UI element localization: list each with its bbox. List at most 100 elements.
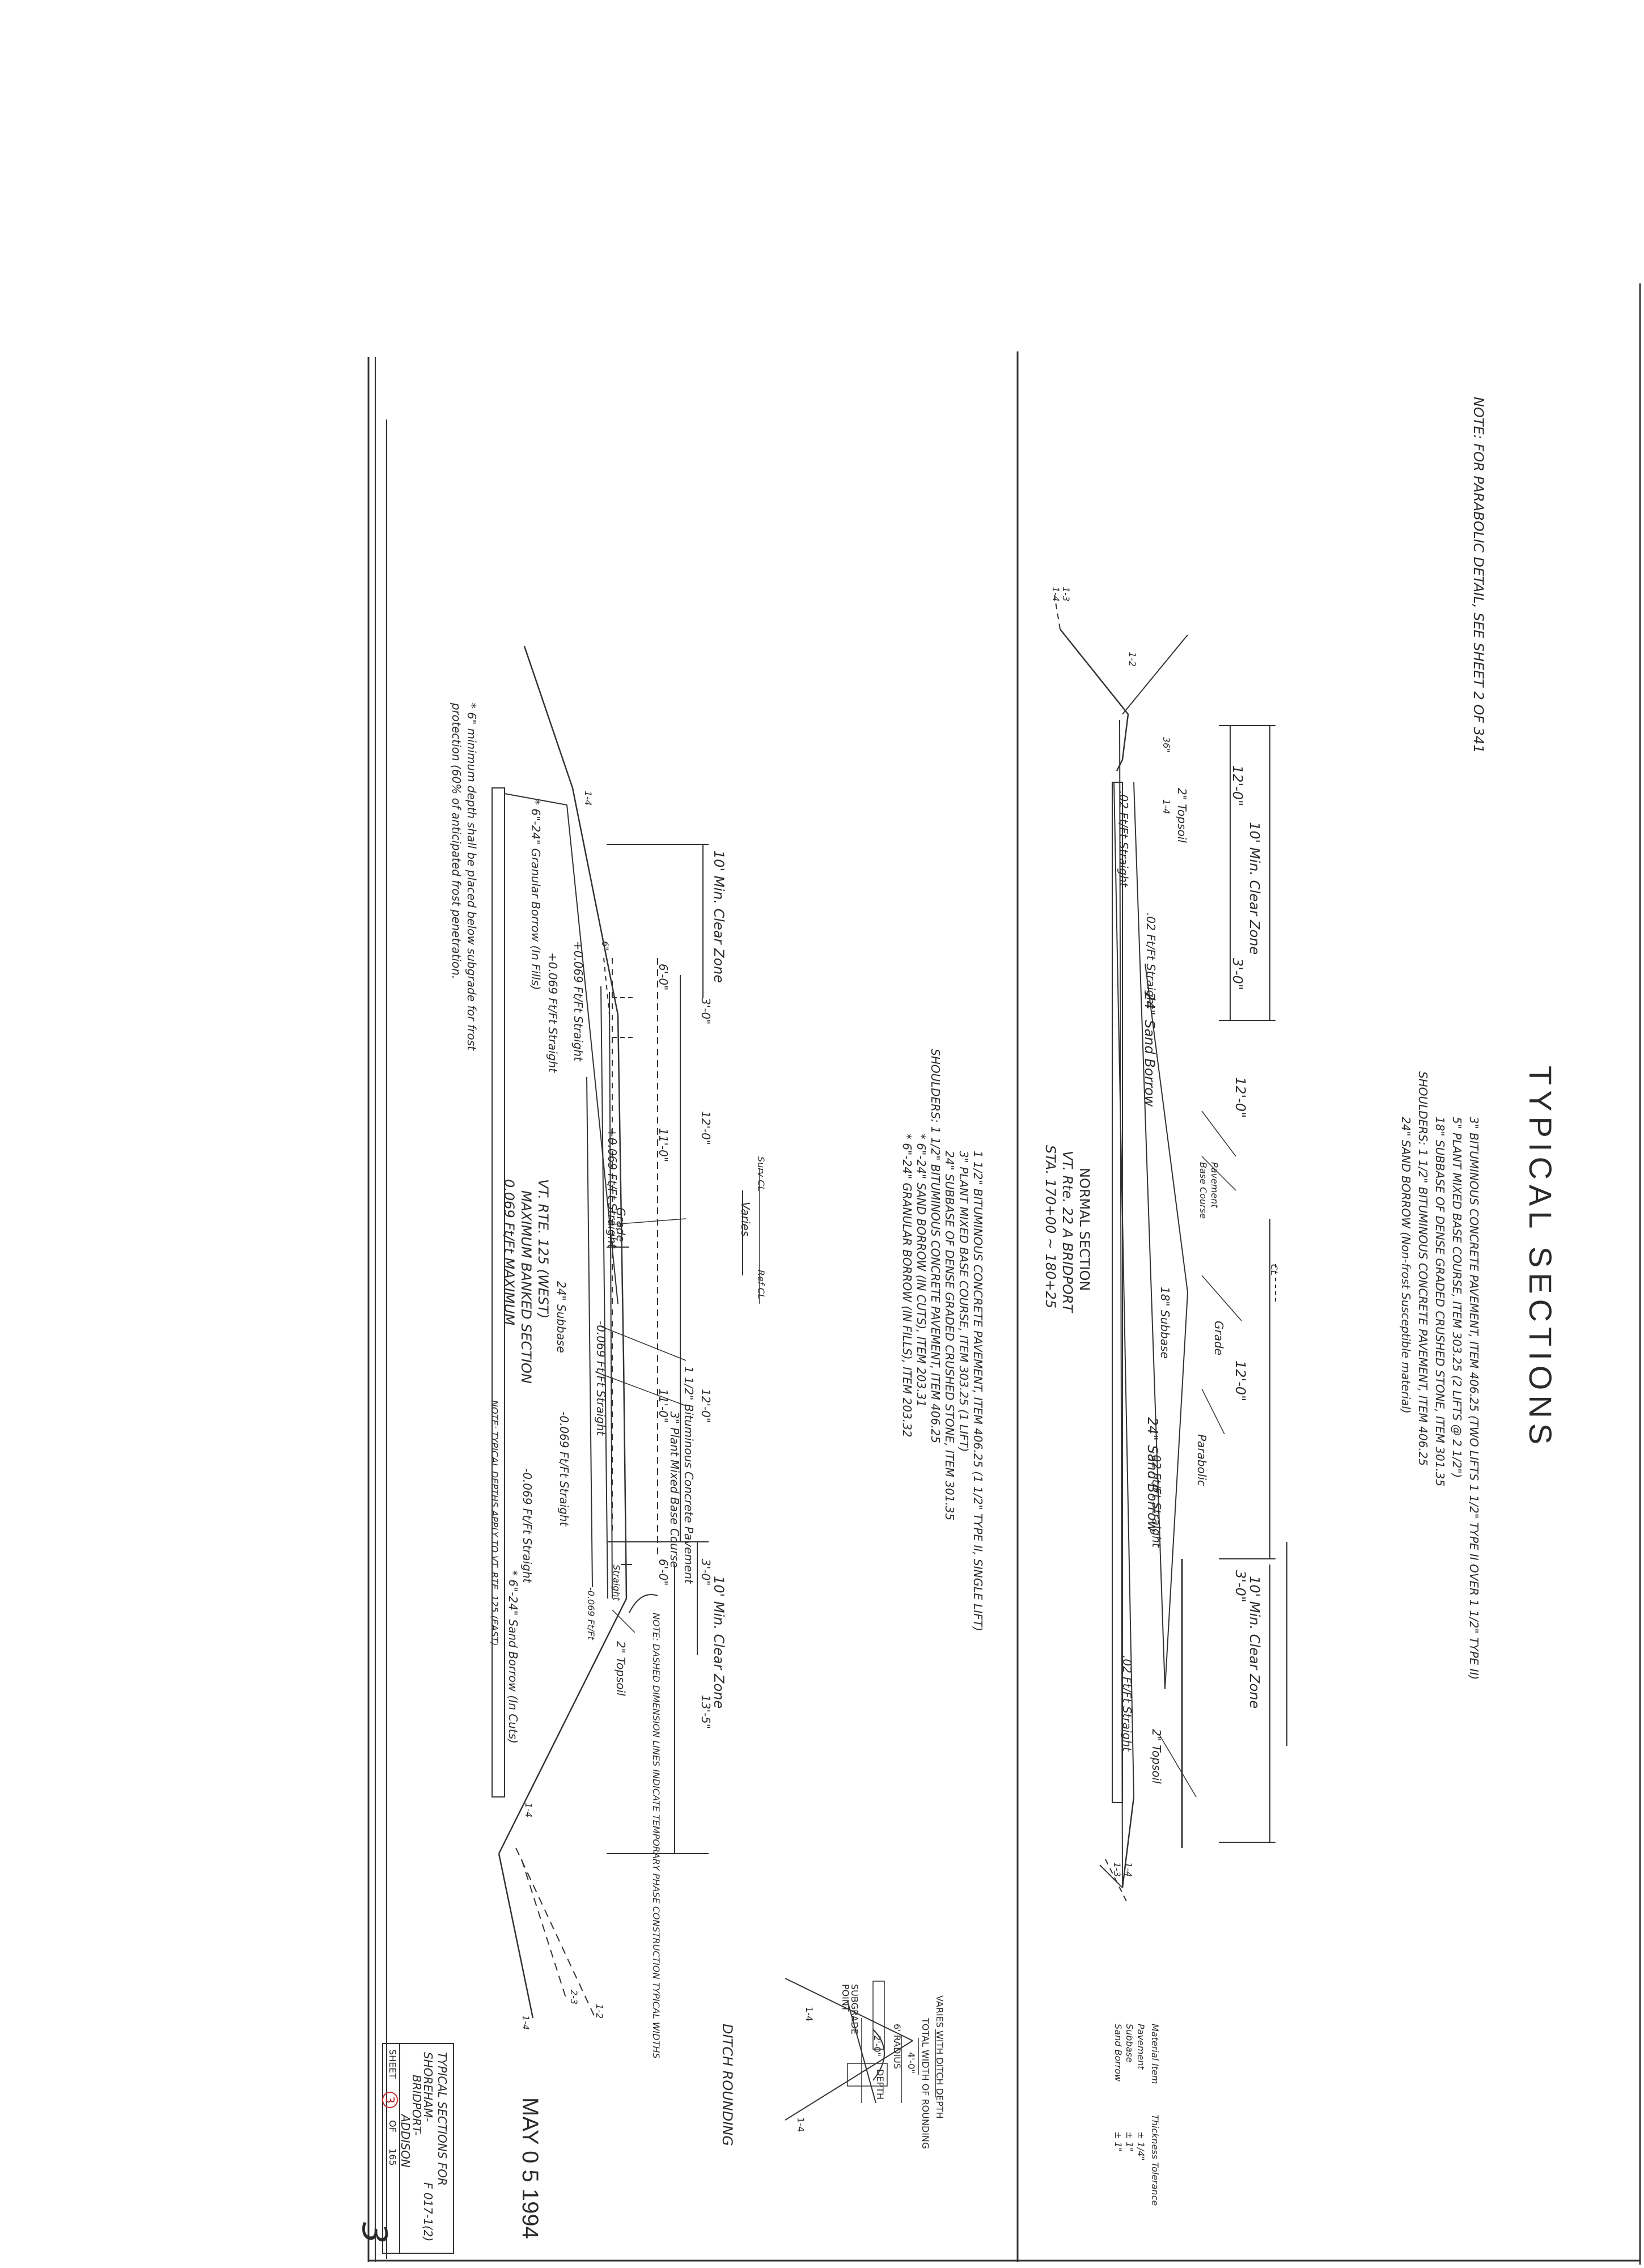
- slope-ratio: 1-4: [583, 791, 594, 806]
- slope-ratio: 1-4: [1161, 799, 1172, 815]
- sheet-title: TYPICAL SECTIONS: [1523, 1066, 1558, 1450]
- section-title: NORMAL SECTION: [1077, 1168, 1092, 1291]
- centerline-label: Surv CL: [756, 1156, 766, 1192]
- note-line: SHOULDERS: 1 1/2" BITUMINOUS CONCRETE PA…: [929, 1049, 942, 1444]
- sand-borrow-label: * 6"-24" Sand Borrow (In Cuts): [506, 1570, 520, 1744]
- dim-label: 11'-0": [656, 1389, 670, 1423]
- dim-label: 12'-0": [1232, 1077, 1248, 1118]
- clear-zone-right-label: 10' Min. Clear Zone: [1247, 1576, 1262, 1709]
- table-cell: Sand Borrow: [1113, 2024, 1124, 2082]
- section-note: NOTE: TYPICAL DEPTHS APPLY TO VT. RTE. 1…: [489, 1400, 500, 1646]
- dim-label: 3'-0": [1232, 1570, 1248, 1603]
- table-cell: ± 1": [1124, 2131, 1135, 2152]
- topsoil-label: 2" Topsoil: [614, 1641, 628, 1696]
- table-cell: ± 1/4": [1135, 2131, 1146, 2161]
- pavement-label: 1 1/2" Bituminous Concrete Pavement: [682, 1366, 696, 1584]
- dim-label: 13'-5": [699, 1695, 713, 1729]
- note-line: 5" PLANT MIXED BASE COURSE, ITEM 303.25 …: [1450, 1117, 1464, 1478]
- dim-label: 12'-0": [1232, 1360, 1248, 1402]
- section-subtitle: MAXIMUM BANKED SECTION: [518, 1190, 534, 1384]
- topsoil-label: 2" Topsoil: [1150, 1729, 1163, 1784]
- note-line: * 6"-24" SAND BORROW (IN CUTS), ITEM 203…: [914, 1134, 928, 1408]
- table-header: Thickness Tolerance: [1150, 2114, 1160, 2206]
- slope-label: +0.069 Ft/Ft Straight: [571, 941, 585, 1061]
- ditch-label: 2'-0": [872, 2035, 883, 2057]
- depth-label: 36": [1161, 737, 1172, 753]
- centerline-label: CL: [1269, 1264, 1279, 1276]
- granular-borrow-label: * 6"-24" Granular Borrow (In Fills): [529, 799, 543, 990]
- dim-label: 3'-0": [699, 1559, 713, 1586]
- centerline-label: Ref CL: [756, 1270, 766, 1299]
- ditch-label: SUBGRADE POINT: [840, 1984, 860, 2034]
- margin-mark: 3: [354, 2222, 394, 2244]
- pavement-label: Pavement: [1209, 1162, 1220, 1208]
- dim-label: 11'-0": [656, 1128, 670, 1163]
- slope-label: -0.069 Ft/Ft Straight: [520, 1468, 534, 1583]
- title-block-frame: [382, 2043, 454, 2254]
- slope-label: +0.069 Ft/Ft Straight: [546, 952, 560, 1072]
- dim-label: 12'-0": [699, 1111, 713, 1146]
- slope-ratio: 1-4: [523, 1803, 534, 1818]
- table-cell: ± 1": [1113, 2131, 1124, 2152]
- dim-label: 12'-0": [699, 1389, 713, 1423]
- normal-section-linework: [1054, 595, 1287, 1905]
- note-line: 18" SUBBASE OF DENSE GRADED CRUSHED STON…: [1433, 1117, 1447, 1487]
- sand-borrow-label: 24" Sand Borrow: [1142, 992, 1158, 1107]
- banked-section-linework: [491, 646, 760, 2019]
- of-label: OF: [387, 2120, 398, 2133]
- dim-label: 3'-0": [699, 998, 713, 1025]
- topsoil-label: 2" Topsoil: [1175, 788, 1189, 843]
- dashed-line-note: NOTE: DASHED DIMENSION LINES INDICATE TE…: [651, 1613, 662, 2059]
- ditch-rounding-linework: [785, 1978, 936, 2121]
- note-line: 1 1/2" BITUMINOUS CONCRETE PAVEMENT, ITE…: [971, 1151, 985, 1631]
- base-course-label: 3" Plant Mixed Base Course: [668, 1411, 681, 1568]
- slope-label: -0.069 Ft/Ft Straight: [594, 1321, 608, 1436]
- section-route: VT. Rte. 22 A BRIDPORT: [1060, 1151, 1075, 1313]
- slope-ratio: 1-4: [520, 2015, 531, 2030]
- slope-ratio: 1-4: [804, 2007, 815, 2022]
- dim-label: 6'-0": [656, 964, 670, 991]
- slope-label: -0.069 Ft/Ft: [586, 1587, 596, 1640]
- subbase-label: 24" Subbase: [554, 1281, 568, 1353]
- subbase-label: 18" Subbase: [1158, 1287, 1172, 1359]
- note-line: 24" SAND BORROW (Non-frost Susceptible m…: [1399, 1117, 1413, 1414]
- title-block-line: TYPICAL SECTIONS FOR: [435, 2052, 449, 2186]
- slope-ratio: 1-3: [1112, 1862, 1122, 1877]
- depth-label: 6": [600, 941, 611, 951]
- slope-ratio: 1-4: [1050, 587, 1061, 602]
- ditch-label: 6' RADIUS: [892, 2024, 902, 2069]
- slope-label: .02 Ft/Ft Straight: [1150, 1451, 1163, 1548]
- sheet-total: 165: [387, 2148, 398, 2166]
- slope-label: -0.069 Ft/Ft Straight: [557, 1411, 571, 1527]
- clear-zone-right-label: 10' Min. Clear Zone: [711, 1576, 727, 1709]
- slope-ratio: 1-4: [1123, 1862, 1134, 1877]
- slope-label: .02 Ft/Ft Straight: [1117, 791, 1130, 887]
- ditch-label: 4'-0": [906, 2052, 917, 2074]
- base-course-label: Base Course: [1198, 1162, 1209, 1219]
- ditch-label: TOTAL WIDTH OF ROUNDING: [920, 2018, 931, 2150]
- sheet-number: 3: [382, 2092, 398, 2108]
- parabolic-note: NOTE: FOR PARABOLIC DETAIL, SEE SHEET 2 …: [1471, 397, 1486, 753]
- slope-ratio: 1-2: [594, 2004, 605, 2019]
- dim-label: 6'-0": [656, 1559, 670, 1586]
- sheet-label: SHEET: [387, 2049, 398, 2079]
- note-line: 3" PLANT MIXED BASE COURSE, ITEM 303.25 …: [957, 1151, 971, 1452]
- date-stamp: MAY 0 5 1994: [518, 2097, 543, 2239]
- section-station: STA. 170+00 ~ 180+25: [1043, 1145, 1058, 1309]
- slope-ratio: 1-2: [1127, 652, 1138, 667]
- slope-label: .02 Ft/Ft Straight: [1144, 913, 1158, 1009]
- title-block-line: SHOREHAM-: [421, 2052, 435, 2122]
- table-header: Material Item: [1150, 2024, 1160, 2084]
- grade-label: Grade: [1212, 1321, 1226, 1355]
- table-cell: Subbase: [1124, 2024, 1135, 2063]
- ditch-label: VARIES WITH DITCH DEPTH: [934, 1995, 945, 2119]
- slope-label: .02 Ft/Ft Straight: [1120, 1655, 1134, 1752]
- note-line: 24" SUBBASE OF DENSE GRADED CRUSHED STON…: [943, 1151, 956, 1521]
- note-line: * 6"-24" GRANULAR BORROW (IN FILLS), ITE…: [900, 1134, 914, 1438]
- project-number: F 017-1(2): [421, 2182, 435, 2242]
- dim-label: 3'-0": [1230, 958, 1245, 990]
- note-line: 3" BITUMINOUS CONCRETE PAVEMENT, ITEM 40…: [1467, 1117, 1481, 1680]
- slope-ratio: 1-3: [1061, 587, 1071, 602]
